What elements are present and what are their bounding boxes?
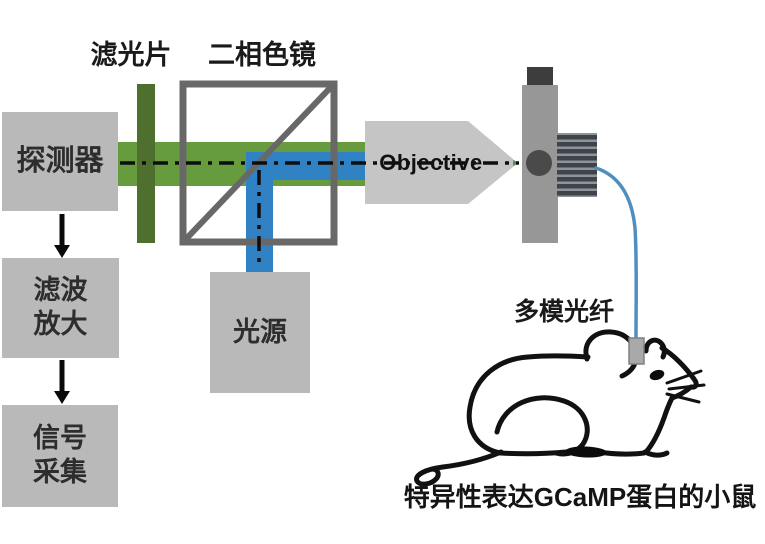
flow-arrow-filteramp-to-signal (54, 360, 70, 404)
signal-acquisition-box: 信号 采集 (2, 405, 118, 507)
signal-acq-label-line2: 采集 (33, 457, 87, 487)
mouse-foot (565, 446, 607, 458)
signal-acq-label-line1: 信号 (33, 423, 87, 454)
detector-box-label: 探测器 (16, 145, 104, 178)
light-source-box: 光源 (210, 272, 310, 393)
coupler-lens-circle (526, 150, 552, 176)
objective-label: Objective (379, 150, 483, 175)
fiber-connector-ridges (557, 135, 597, 196)
filter-amp-label-line1: 滤波 (33, 275, 88, 306)
multimode-fiber-label: 多模光纤 (513, 299, 614, 326)
dichroic-mirror-label: 二相色镜 (208, 40, 316, 70)
mouse-illustration (414, 329, 706, 487)
filter-amp-label-line2: 放大 (33, 309, 88, 339)
filter-label: 滤光片 (90, 40, 172, 70)
mouse-caption: 特异性表达GCaMP蛋白的小鼠 (403, 482, 757, 512)
mouse-eye (649, 369, 665, 381)
multimode-fiber-cable (594, 166, 638, 342)
detector-box: 探测器 (2, 112, 118, 211)
light-source-label: 光源 (233, 316, 287, 347)
fiber-coupler (522, 67, 597, 243)
coupler-top-mount (527, 67, 553, 87)
filter-amplifier-box: 滤波 放大 (2, 258, 119, 358)
fiber-ferrule (628, 337, 645, 365)
mouse-whiskers (665, 369, 706, 404)
flow-arrow-detector-to-filteramp (54, 214, 70, 258)
